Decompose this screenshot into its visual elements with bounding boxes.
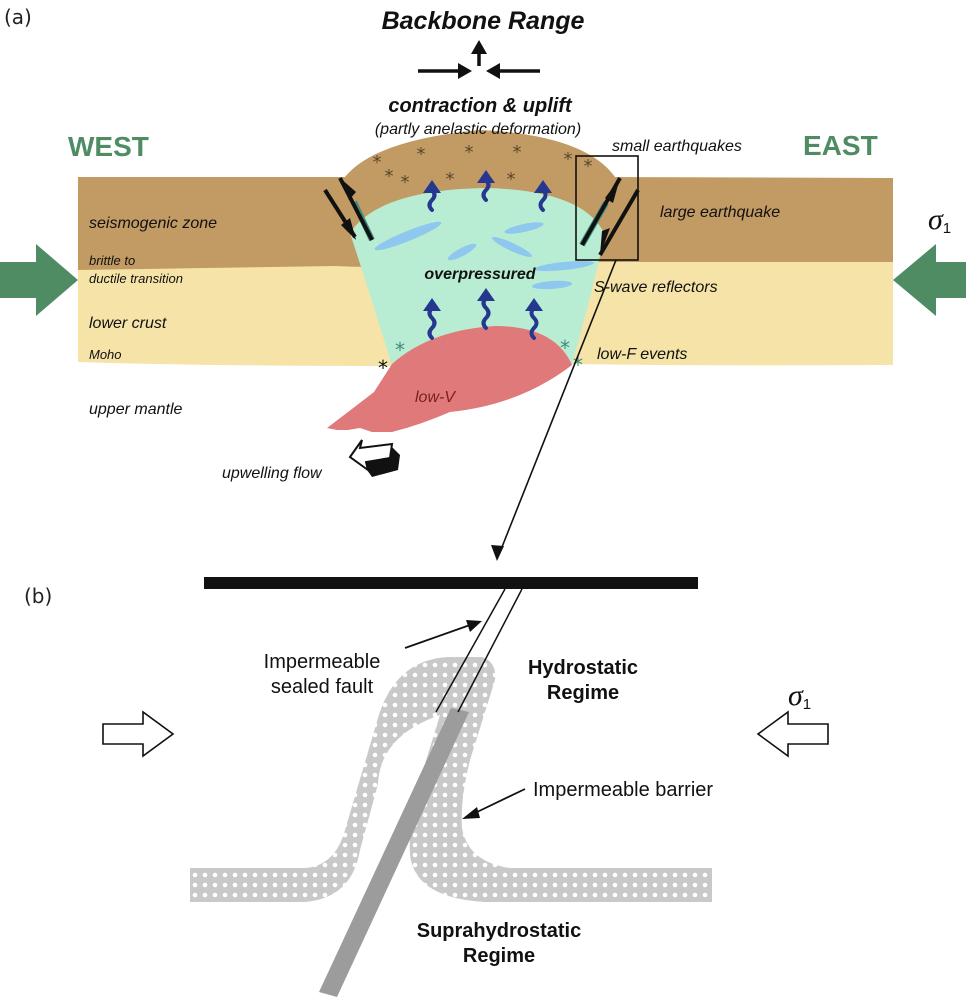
west-hollow-arrow (102, 710, 175, 758)
large-earthquake-label: large earthquake (660, 204, 780, 221)
low-v-body (327, 326, 572, 432)
suprahydrostatic-label-line1: Suprahydrostatic (417, 920, 581, 942)
east-compression-arrow (893, 244, 966, 316)
west-label: WEST (68, 131, 149, 162)
sigma1-symbol-b: σ1 (788, 679, 811, 713)
overpressured-label: overpressured (424, 266, 536, 283)
zoom-connector-line (499, 259, 617, 553)
panel-a-label: (a) (4, 5, 32, 29)
svg-text:*: * (564, 149, 573, 170)
lower-crust-label: lower crust (89, 315, 167, 332)
contraction-label: contraction & uplift (388, 95, 573, 117)
s-wave-reflectors (374, 221, 594, 290)
seismogenic-zone-label: seismogenic zone (89, 215, 217, 232)
fluid-arrowheads (423, 170, 552, 311)
contraction-arrows (418, 40, 540, 79)
small-earthquakes-label: small earthquakes (612, 138, 742, 155)
hydrostatic-label-line2: Regime (547, 682, 619, 704)
upper-mantle-label: upper mantle (89, 401, 182, 418)
svg-text:*: * (584, 156, 593, 177)
svg-text:*: * (513, 142, 522, 163)
sealed-fault-pointer (404, 620, 482, 649)
svg-text:*: * (446, 169, 455, 190)
svg-text:*: * (373, 152, 382, 173)
impermeable-barrier-label: Impermeable barrier (533, 779, 713, 801)
upwelling-flow-label: upwelling flow (222, 465, 323, 482)
sealed-fault-label-line1: Impermeable (264, 651, 381, 673)
barrier-pointer (462, 788, 526, 819)
east-hollow-arrow (756, 710, 829, 758)
svg-text:*: * (417, 144, 426, 165)
svg-text:*: * (395, 338, 405, 362)
west-compression-arrow (0, 244, 78, 316)
east-label: EAST (803, 130, 878, 161)
panel-b-label: (b) (24, 584, 52, 608)
anelastic-label: (partly anelastic deformation) (375, 121, 581, 138)
moho-label: Moho (89, 347, 122, 362)
suprahydrostatic-label-line2: Regime (463, 945, 535, 967)
svg-text:*: * (465, 142, 474, 163)
low-v-label: low-V (415, 389, 456, 406)
svg-text:*: * (573, 353, 583, 377)
svg-text:*: * (507, 169, 516, 190)
gray-fault-zone (319, 708, 469, 997)
west-fault (323, 177, 375, 242)
east-fault (579, 177, 640, 257)
impermeable-barrier (190, 657, 712, 902)
surface-bar (204, 577, 698, 589)
low-f-event-markers: * * * * (378, 336, 583, 380)
svg-text:*: * (378, 356, 388, 380)
small-earthquake-markers: * * * * * * * * * * (373, 142, 593, 193)
upwelling-flow-arrow (348, 439, 400, 477)
sealed-fault-label-line2: sealed fault (271, 676, 374, 698)
brittle-label-line1: brittle to (89, 253, 135, 268)
brittle-label-line2: ductile transition (89, 271, 183, 286)
sealed-fault-lines (435, 588, 523, 713)
zoom-connector-arrowhead (491, 545, 504, 561)
hydrostatic-label-line1: Hydrostatic (528, 657, 638, 679)
sigma1-symbol-a: σ1 (928, 203, 951, 237)
svg-text:*: * (401, 172, 410, 193)
svg-text:*: * (560, 336, 570, 360)
low-f-events-label: low-F events (597, 346, 687, 363)
backbone-range-title: Backbone Range (382, 7, 585, 35)
fault-zoom-box (575, 155, 639, 261)
svg-text:*: * (385, 166, 394, 187)
s-wave-reflectors-label: S-wave reflectors (594, 279, 718, 296)
